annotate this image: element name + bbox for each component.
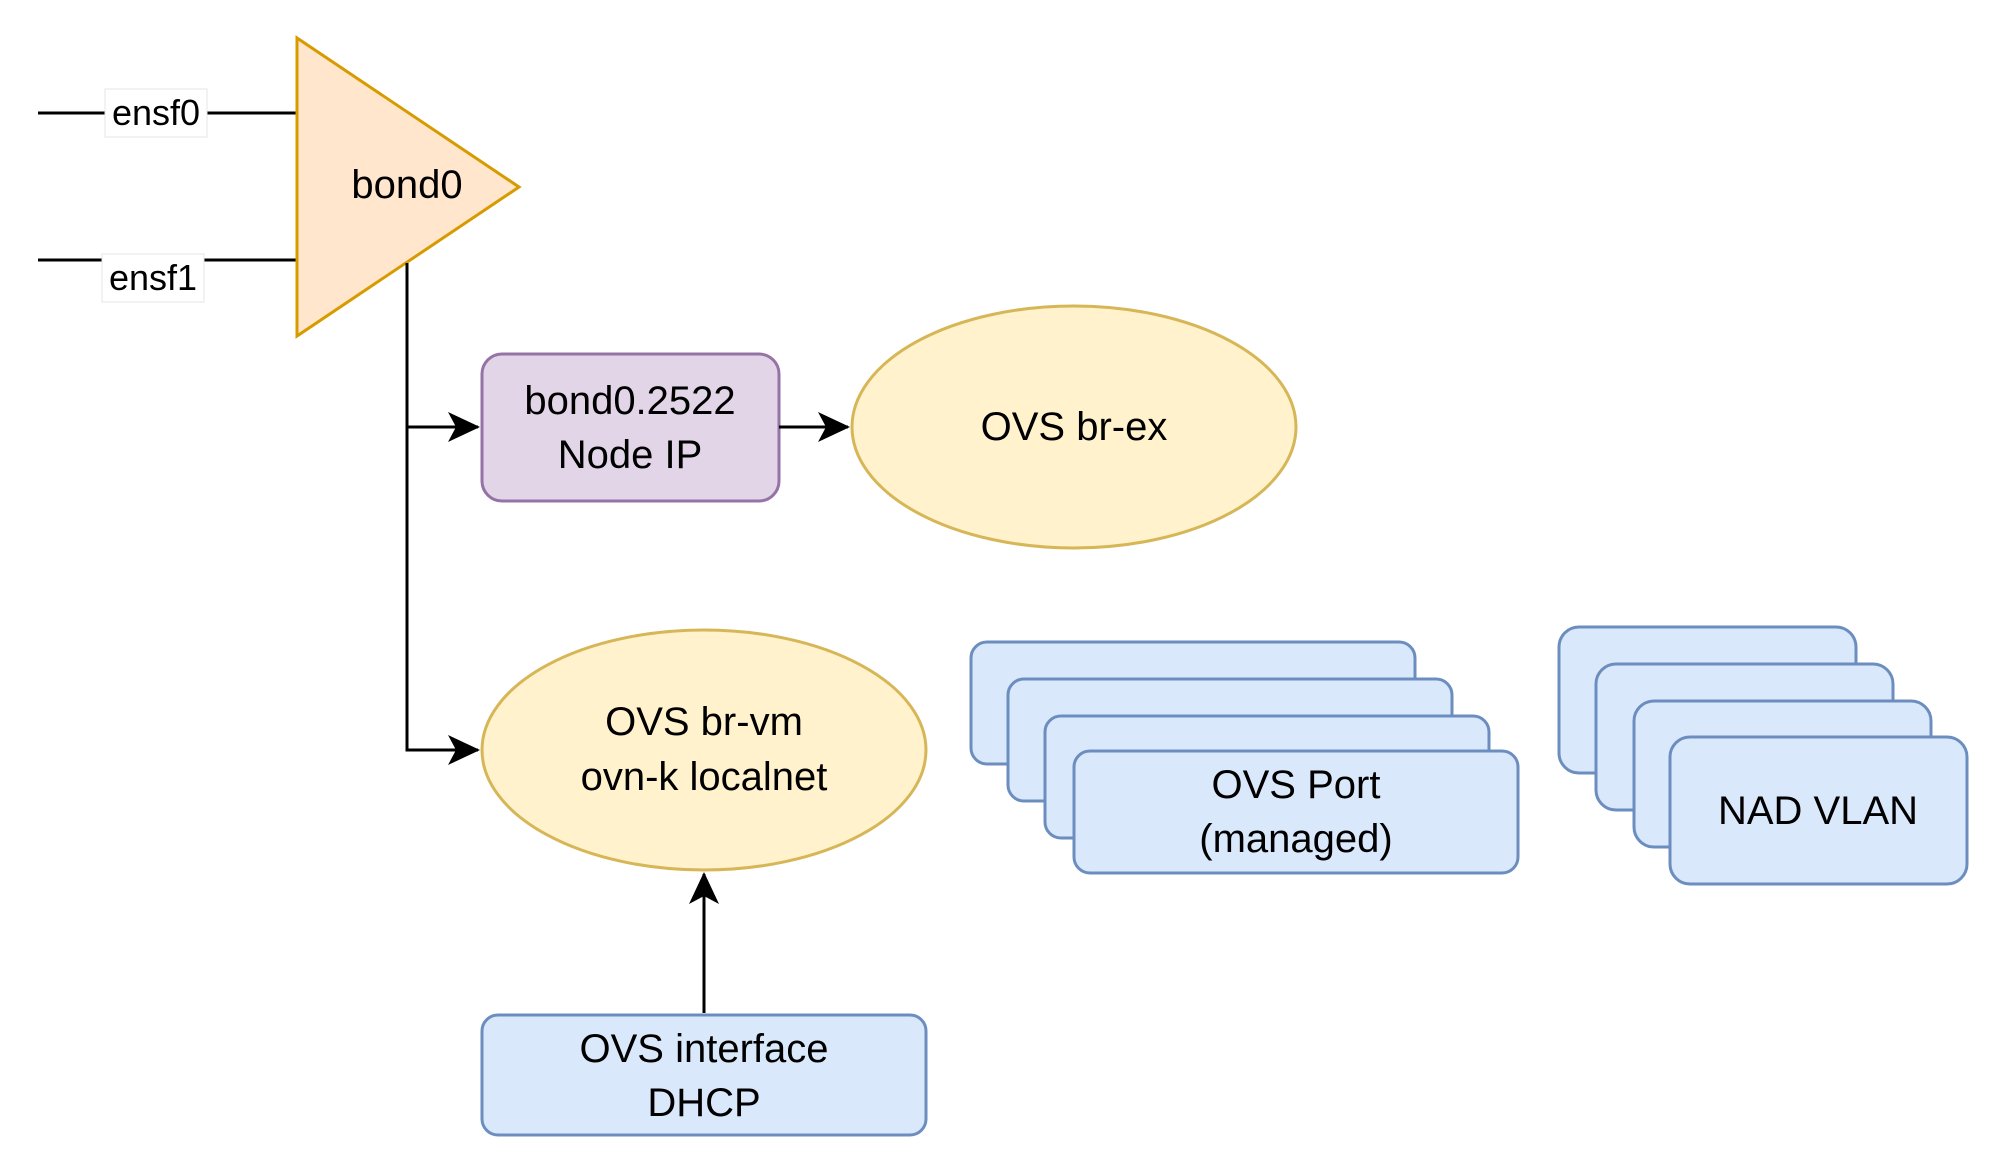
nad-vlan-stack[interactable]: NAD VLAN [1557, 625, 1969, 886]
ensf0-label-bg [104, 88, 208, 138]
ensf0-link: ensf0 [38, 88, 297, 138]
ovs-port-label-line1: OVS Port [1212, 763, 1381, 807]
ensf0-label: ensf0 [112, 92, 200, 133]
bond0-label: bond0 [351, 163, 462, 207]
ovs-port-stack[interactable]: OVS Port (managed) [969, 640, 1520, 875]
bond0-to-br-vm-edge [405, 427, 480, 765]
ovs-interface-box [480, 1013, 928, 1137]
bond0-node[interactable]: bond0 [295, 35, 522, 339]
vlan-label-line1: bond0.2522 [524, 379, 735, 423]
nad-vlan-label: NAD VLAN [1718, 789, 1918, 833]
br-ex-node[interactable]: OVS br-ex [850, 304, 1298, 550]
ovs-interface-node[interactable]: OVS interface DHCP [480, 1013, 928, 1137]
br-vm-ellipse [480, 628, 928, 872]
br-ex-label: OVS br-ex [981, 405, 1168, 449]
ovs-interface-label-line2: DHCP [647, 1081, 760, 1125]
bond0-to-vlan-edge [405, 263, 480, 442]
bond0-triangle [295, 35, 522, 339]
ensf1-label: ensf1 [109, 257, 197, 298]
vlan-box [480, 352, 781, 503]
ensf1-label-bg [101, 253, 205, 303]
nad-vlan-card-front [1668, 735, 1969, 886]
ensf1-link: ensf1 [38, 253, 297, 303]
ovs-interface-label-line1: OVS interface [579, 1027, 828, 1071]
ovs-port-label-line2: (managed) [1199, 817, 1392, 861]
vlan-node[interactable]: bond0.2522 Node IP [480, 352, 781, 503]
br-vm-label-line1: OVS br-vm [605, 700, 803, 744]
br-ex-ellipse [850, 304, 1298, 550]
vlan-label-line2: Node IP [558, 433, 703, 477]
ovs-port-card-front [1072, 749, 1520, 875]
br-vm-label-line2: ovn-k localnet [581, 755, 828, 799]
br-vm-node[interactable]: OVS br-vm ovn-k localnet [480, 628, 928, 872]
